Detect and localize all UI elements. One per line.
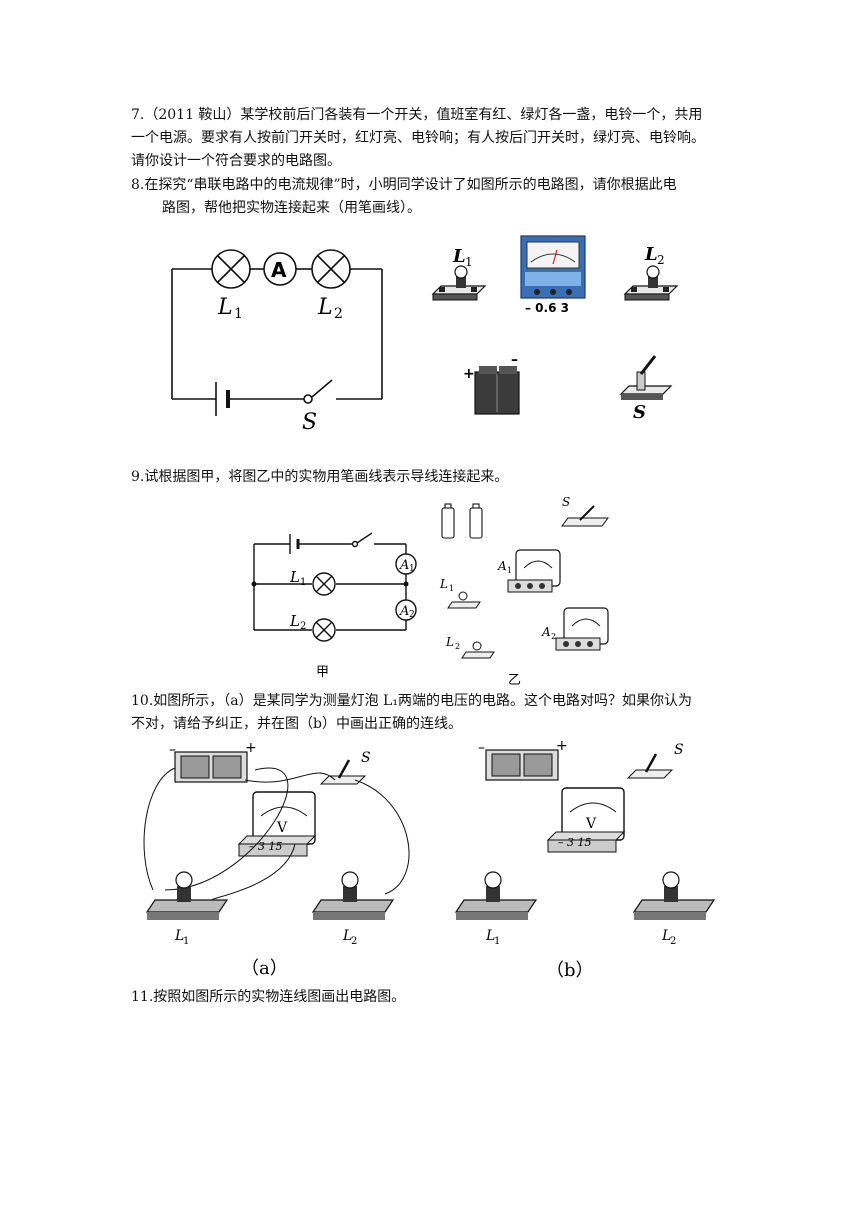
q9-obj-ammeter-a1	[507, 549, 561, 593]
q10b-minus: –	[478, 740, 485, 756]
q9-obj-lamp-l2	[461, 641, 495, 659]
q8-physical-objects: L 1 – 0.6 3 L 2	[431, 235, 679, 423]
q10a-l1-sub: 1	[183, 936, 189, 947]
q10b-plus: +	[556, 740, 568, 754]
q8-text-line1: 8.在探究“串联电路中的电流规律”时，小明同学设计了如图所示的电路图，请你根据此…	[131, 177, 677, 193]
q11-text-line1: 11.按照如图所示的实物连线图画出电路图。	[131, 989, 406, 1005]
q8-obj-l2-label: L	[644, 244, 658, 265]
q10b-l2-label: L	[661, 928, 671, 944]
q9-circuit-diagram-jia: A 1 A 2 L 1 L 2 甲	[251, 532, 417, 680]
q10-text-line1: 10.如图所示，（a）是某同学为测量灯泡 L₁两端的电压的电路。这个电路对吗？如…	[131, 693, 692, 709]
q8-obj-lamp-l2	[623, 265, 679, 301]
q10b-l2-sub: 2	[670, 936, 676, 947]
q10a-plus: +	[245, 740, 257, 756]
q10-text-line2: 不对，请给予纠正，并在图（b）中画出正确的连线。	[131, 716, 462, 732]
q9-lamp-l2-symbol	[312, 618, 336, 642]
q10a-battery-pack	[174, 751, 248, 783]
q10b-voltmeter	[546, 787, 626, 853]
q9-obj-l2-label: L	[445, 635, 454, 649]
q9-a2-sub: 2	[409, 610, 415, 620]
q10b-scale: – 3 15	[558, 836, 592, 849]
q9-l1-sub: 1	[300, 577, 306, 588]
q9-obj-l1-label: L	[439, 577, 448, 591]
q10a-s-label: S	[361, 750, 371, 766]
q8-obj-switch	[619, 355, 673, 400]
q8-lamp-l1-symbol	[211, 249, 251, 289]
q9-jia-label: 甲	[316, 665, 329, 680]
q8-circuit-diagram: A L 1 L 2 S	[171, 249, 383, 435]
q10a-l2-sub: 2	[351, 936, 357, 947]
q10b-l1-label: L	[485, 928, 495, 944]
q7-text-line3: 请你设计一个符合要求的电路图。	[131, 153, 341, 169]
q10a-minus: –	[169, 742, 176, 758]
q10b-switch	[626, 753, 674, 779]
q7-text-line2: 一个电源。要求有人按前门开关时，红灯亮、电铃响；有人按后门开关时，绿灯亮、电铃响…	[131, 130, 705, 146]
q10a-voltmeter	[237, 791, 317, 857]
q8-battery-minus: –	[511, 352, 518, 368]
q9-obj-lamp-l1	[447, 591, 481, 609]
q8-obj-ammeter	[520, 235, 586, 299]
q8-l2-sub: 2	[334, 306, 343, 322]
q9-a2-label: A	[399, 604, 409, 619]
q9-a1-sub: 1	[409, 564, 415, 574]
q8-obj-ammeter-scale: – 0.6 3	[525, 301, 569, 315]
q9-obj-s-label: S	[562, 495, 570, 509]
q9-obj-a1-sub: 1	[507, 566, 512, 575]
q10b-lamp-l1	[454, 871, 538, 920]
q9-l2-label: L	[289, 612, 300, 630]
q8-obj-s-label: S	[633, 402, 646, 423]
q8-obj-l1-sub: 1	[465, 255, 473, 269]
q8-s-label: S	[302, 410, 317, 435]
q10-figure-b: – + S V – 3 15 L 1 L 2 （b）	[454, 740, 716, 980]
q8-ammeter-label: A	[271, 258, 287, 282]
q10b-v-label: V	[585, 816, 597, 832]
q10a-v-label: V	[276, 820, 288, 836]
q10a-lamp-l1	[145, 871, 229, 920]
q9-obj-a2-label: A	[541, 625, 551, 639]
q9-obj-ammeter-a2	[555, 607, 609, 651]
q9-obj-l2-sub: 2	[455, 642, 460, 651]
q10b-l1-sub: 1	[494, 936, 500, 947]
q8-obj-lamp-l1	[431, 265, 487, 301]
q9-obj-switch	[561, 505, 609, 527]
q8-obj-l2-sub: 2	[657, 253, 665, 267]
q9-physical-objects-yi: S A 1 L 1 A 2	[439, 495, 609, 688]
q7-text-line1: 7.（2011 鞍山）某学校前后门各装有一个开关，值班室有红、绿灯各一盏，电铃一…	[131, 107, 703, 123]
q10b-s-label: S	[674, 742, 684, 758]
q8-l1-label: L	[217, 295, 233, 320]
q8-obj-battery	[474, 366, 520, 415]
q9-ammeter-a2-symbol	[395, 599, 417, 621]
q9-lamp-l1-symbol	[312, 572, 336, 596]
q9-a1-label: A	[399, 558, 409, 573]
q9-ammeter-a1-symbol	[395, 553, 417, 575]
q10b-lamp-l2	[632, 871, 716, 920]
q9-yi-label: 乙	[508, 673, 521, 688]
q8-text-line2: 路图，帮他把实物连接起来（用笔画线）。	[162, 200, 421, 216]
q10a-lamp-l2	[311, 871, 395, 920]
q9-obj-a2-sub: 2	[551, 632, 556, 641]
q10b-caption: （b）	[546, 960, 594, 980]
q10a-caption: （a）	[241, 958, 288, 979]
q9-l2-sub: 2	[300, 621, 306, 632]
q10b-battery-pack	[485, 749, 559, 781]
q8-l2-label: L	[317, 295, 333, 320]
q9-obj-a1-label: A	[497, 559, 507, 573]
q10-figure-a: – + S V – 3 15	[143, 740, 410, 979]
q8-lamp-l2-symbol	[311, 249, 351, 289]
q10a-l2-label: L	[342, 928, 352, 944]
q9-text-line1: 9.试根据图甲，将图乙中的实物用笔画线表示导线连接起来。	[131, 469, 509, 485]
q8-obj-l1-label: L	[452, 246, 466, 267]
q8-ammeter-symbol	[263, 252, 297, 286]
q9-obj-batteries	[441, 503, 483, 539]
q10a-switch	[319, 759, 367, 785]
q8-l1-sub: 1	[234, 306, 243, 322]
q8-battery-plus: +	[463, 366, 475, 382]
q10a-l1-label: L	[174, 928, 184, 944]
q9-l1-label: L	[289, 568, 300, 586]
q9-obj-l1-sub: 1	[449, 584, 454, 593]
